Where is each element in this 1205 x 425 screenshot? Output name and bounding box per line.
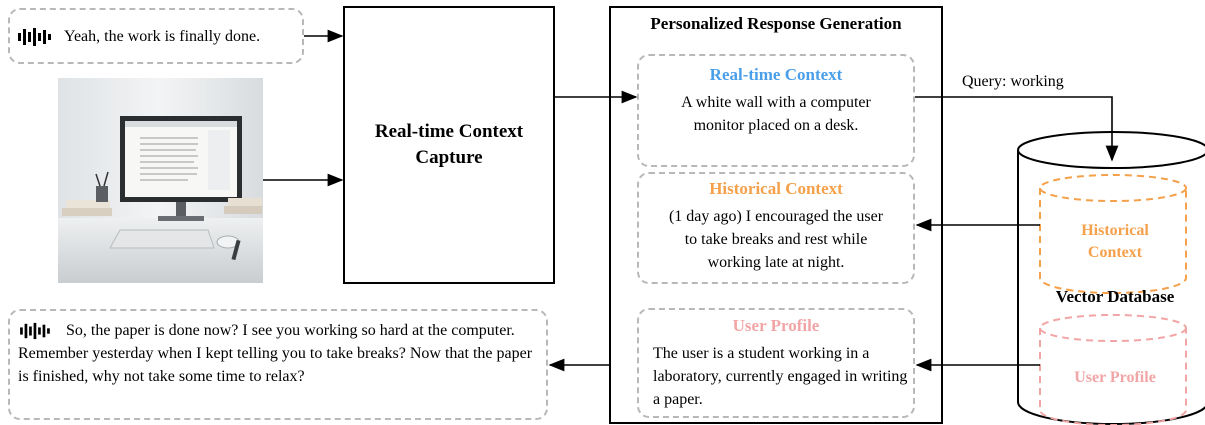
input-speech-text: Yeah, the work is finally done.: [64, 28, 261, 45]
response-generation-title: Personalized Response Generation: [650, 14, 902, 33]
user-profile-text: The user is a student working in a labor…: [653, 345, 908, 408]
response-generation-box: Personalized Response Generation: [609, 6, 943, 424]
realtime-context-title: Real-time Context: [709, 65, 843, 84]
historical-context-card: Historical Context (1 day ago) I encoura…: [637, 172, 915, 284]
desk-scene-image: [58, 78, 263, 283]
db-profile-label: User Profile: [1074, 369, 1156, 386]
realtime-context-text: A white wall with a computer monitor pla…: [681, 94, 871, 134]
db-historical-label: Historical Context: [1081, 222, 1149, 261]
output-speech-bubble: So, the paper is done now? I see you wor…: [8, 309, 548, 420]
output-speech-text: So, the paper is done now? I see you wor…: [18, 322, 533, 385]
historical-context-text: (1 day ago) I encouraged the user to tak…: [668, 208, 884, 271]
vector-database-cylinder: [1017, 131, 1205, 425]
query-label: Query: working: [962, 73, 1064, 90]
input-speech-bubble: Yeah, the work is finally done.: [8, 8, 304, 64]
historical-store-cylinder: [1039, 188, 1187, 294]
context-capture-box: Real-time Context Capture: [343, 6, 555, 284]
user-profile-title: User Profile: [732, 316, 820, 335]
waveform-icon: [20, 322, 50, 340]
arrow-query-to-database: [915, 96, 1119, 162]
context-capture-label: Real-time Context Capture: [374, 121, 524, 168]
realtime-context-card: Real-time Context A white wall with a co…: [637, 54, 915, 167]
waveform-icon: [18, 28, 51, 46]
user-profile-card: User Profile The user is a student worki…: [637, 308, 915, 418]
historical-context-title: Historical Context: [709, 179, 843, 198]
vector-database-label: Vector Database: [1055, 287, 1175, 306]
